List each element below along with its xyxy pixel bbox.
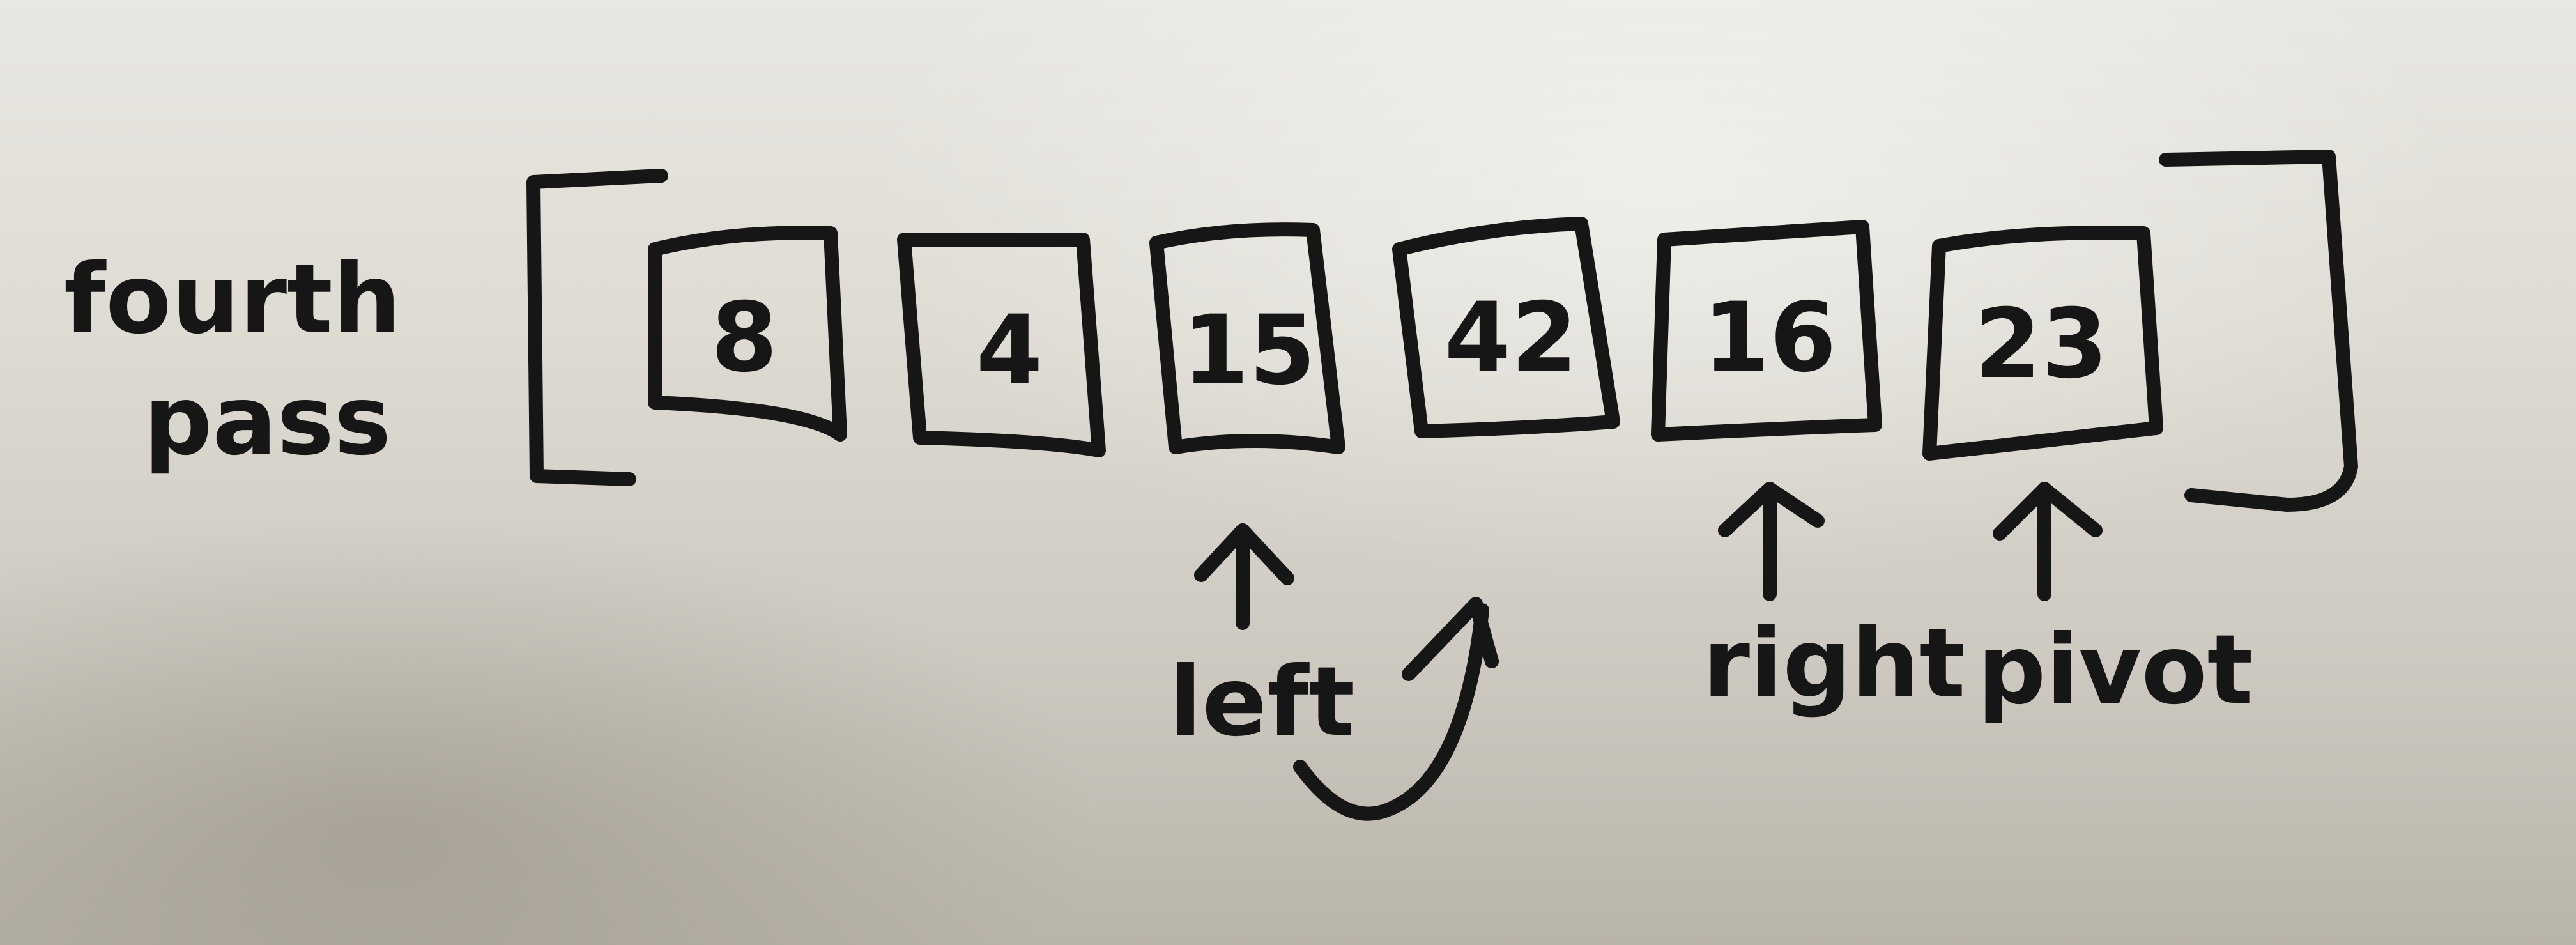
right-bracket <box>2159 150 2358 512</box>
right-pointer-arrow-icon <box>1718 482 1825 601</box>
array-cell-4: 16 <box>1651 220 1882 442</box>
array-cell-value: 23 <box>1975 289 2108 400</box>
array-cell-2: 15 <box>1149 222 1346 454</box>
array-cell-value: 15 <box>1183 295 1316 406</box>
array-cell-value: 4 <box>976 295 1043 406</box>
left-bracket <box>526 169 668 486</box>
move-right-curved-arrow-icon <box>1293 597 1499 821</box>
array-cell-5: 23 <box>1922 226 2163 461</box>
right-pointer-label: right <box>1703 608 1965 719</box>
pivot-pointer-label: pivot <box>1977 615 2253 726</box>
array-cell-value: 8 <box>711 282 778 394</box>
left-pointer-arrow-icon <box>1194 523 1294 630</box>
array-cell-value: 42 <box>1445 282 1578 394</box>
array-cell-0: 8 <box>648 226 847 442</box>
array-cell-1: 4 <box>897 233 1106 457</box>
left-pointer-label: left <box>1169 647 1354 758</box>
title-line-2: pass <box>144 365 391 477</box>
title-line-1: fourth <box>64 244 401 355</box>
pivot-pointer-arrow-icon <box>1993 482 2103 601</box>
array-cell-value: 16 <box>1703 282 1837 394</box>
array-cell-3: 42 <box>1392 217 1620 438</box>
